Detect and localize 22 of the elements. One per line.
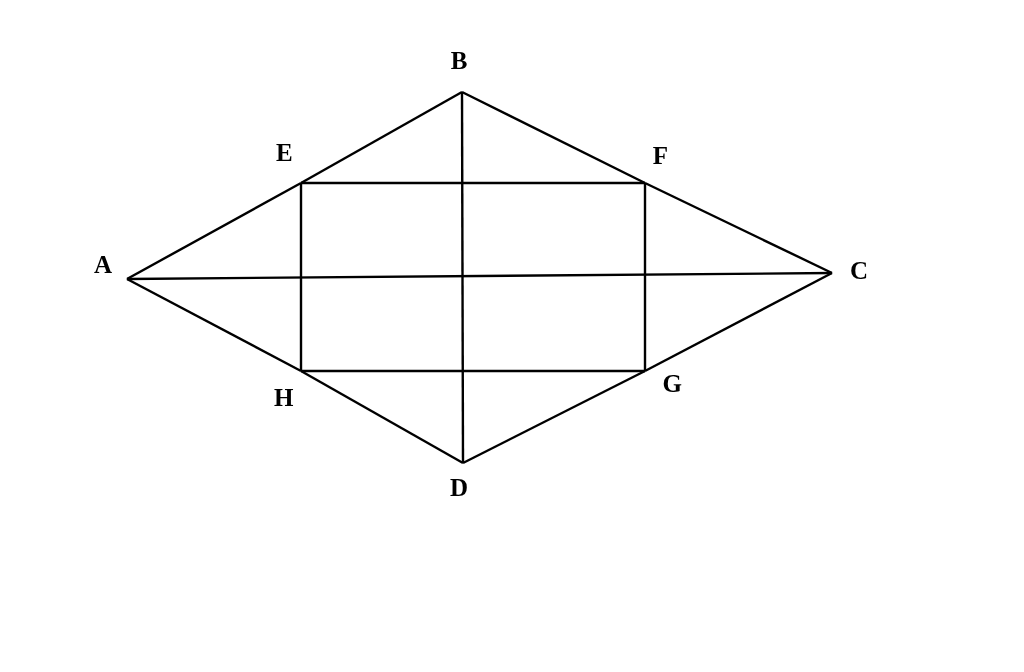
line-segment [643, 183, 647, 371]
vertex-label: E [276, 140, 293, 165]
line-segment [461, 90, 646, 185]
vertex-label: A [94, 252, 113, 277]
line-segment [300, 369, 464, 465]
line-segment [127, 271, 832, 281]
vertex-label: B [450, 48, 468, 73]
line-segment [300, 90, 463, 185]
line-segment [299, 183, 303, 371]
line-segment [644, 181, 833, 275]
vertex-label: C [849, 257, 868, 283]
line-segment [126, 181, 302, 281]
vertex-label: F [652, 143, 668, 168]
vertex-label: H [274, 385, 294, 410]
line-segment [301, 181, 645, 185]
line-segment [460, 92, 465, 463]
line-segment [301, 369, 645, 373]
vertex-label: G [662, 371, 682, 396]
line-segment [126, 277, 302, 373]
line-segment [462, 369, 646, 465]
vertex-label: D [449, 475, 469, 500]
line-segment [644, 271, 833, 373]
